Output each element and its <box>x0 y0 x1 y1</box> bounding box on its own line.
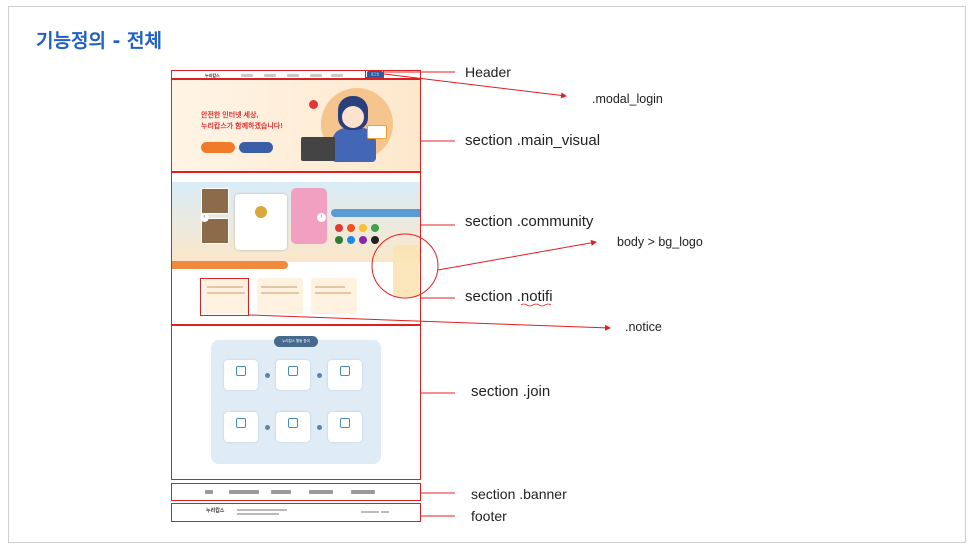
label-notifi: section .notifi <box>465 288 553 305</box>
id-card-icon <box>367 125 387 139</box>
join-dot <box>265 425 270 430</box>
label-main-visual: section .main_visual <box>465 132 601 149</box>
label-notice: .notice <box>625 320 662 334</box>
police-emblem-icon <box>255 206 267 218</box>
join-dot <box>265 373 270 378</box>
notice-box <box>200 278 249 316</box>
label-bg-logo: body > bg_logo <box>617 235 703 249</box>
users-icon <box>288 418 298 428</box>
notice-text-line <box>261 286 297 288</box>
notice-text-line <box>315 292 351 294</box>
header-logo: 누리캅스 <box>205 73 220 78</box>
notice-text-line <box>207 292 245 294</box>
notice-card <box>257 278 303 314</box>
nav-item <box>331 74 343 77</box>
footer-text-line <box>381 511 389 513</box>
slide-frame <box>8 6 966 543</box>
label-community: section .community <box>465 213 594 230</box>
join-box <box>171 325 421 480</box>
label-join: section .join <box>471 383 551 400</box>
folder-icon <box>288 366 298 376</box>
banner-logo <box>229 490 259 494</box>
notice-card <box>203 278 249 314</box>
sns-icon <box>347 236 355 244</box>
footer-logo: 누리캅스 <box>206 508 225 514</box>
community-photo <box>201 188 229 214</box>
megaphone-icon <box>340 418 350 428</box>
notice-card <box>311 278 357 314</box>
page-title: 기능정의 - 전체 <box>36 30 162 52</box>
notice-text-line <box>315 286 345 288</box>
nav-item <box>310 74 322 77</box>
banner-logo <box>271 490 291 494</box>
sns-icon <box>347 224 355 232</box>
community-card <box>235 194 287 250</box>
modal-login-box <box>365 70 384 78</box>
sns-icon <box>359 236 367 244</box>
community-photo <box>201 218 229 244</box>
sns-icon <box>335 236 343 244</box>
sns-icon <box>335 224 343 232</box>
character-face <box>342 106 364 128</box>
footer-text-line <box>237 513 279 515</box>
banner-logo <box>309 490 333 494</box>
file-icon <box>340 366 350 376</box>
chevron-right-icon: › <box>317 213 326 222</box>
nav-item <box>241 74 253 77</box>
join-dot <box>317 373 322 378</box>
sns-icon <box>359 224 367 232</box>
main-visual-button-primary <box>201 142 235 153</box>
shield-icon <box>236 418 246 428</box>
banner-box <box>171 483 421 501</box>
document-icon <box>236 366 246 376</box>
main-visual-box <box>171 79 421 172</box>
main-visual-button-secondary <box>239 142 273 153</box>
join-dot <box>317 425 322 430</box>
footer-text-line <box>237 509 287 511</box>
footer-box <box>171 503 421 522</box>
banner-logo <box>351 490 375 494</box>
chevron-left-icon: ‹ <box>200 213 209 222</box>
footer-text-line <box>361 511 379 513</box>
label-banner: section .banner <box>471 486 567 502</box>
nav-item <box>264 74 276 77</box>
notice-text-line <box>207 286 243 288</box>
label-modal-login: .modal_login <box>592 92 663 106</box>
siren-icon <box>309 100 318 109</box>
sns-icon <box>371 224 379 232</box>
laptop-icon <box>301 137 335 161</box>
join-title-pill: 누리캅스 활동 참여 <box>274 336 318 347</box>
community-sns-bar <box>331 209 420 217</box>
main-visual-headline-1: 안전한 인터넷 세상, <box>201 112 259 119</box>
notice-text-line <box>261 292 299 294</box>
label-header: Header <box>465 64 511 80</box>
main-visual-headline-2: 누리캅스가 함께하겠습니다! <box>201 123 283 130</box>
banner-logo <box>205 490 213 494</box>
login-button: 로그인 <box>367 71 383 78</box>
label-footer: footer <box>471 508 507 524</box>
nav-item <box>287 74 299 77</box>
notifi-title-bar <box>172 261 288 269</box>
